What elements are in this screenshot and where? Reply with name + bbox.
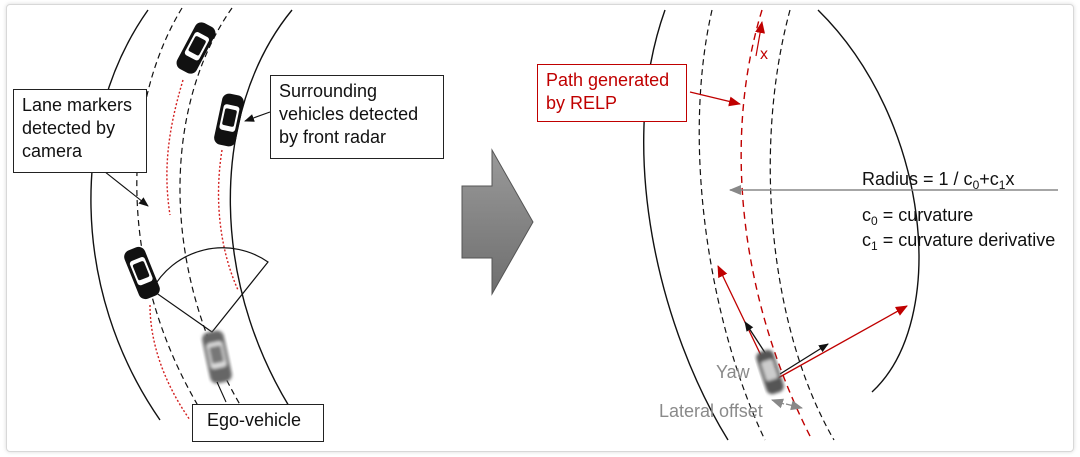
radius-suffix: x [1005,169,1015,189]
relp-leader [689,91,741,107]
lateral-axis-arrow [777,305,908,379]
vehicle-2-icon [214,93,244,147]
c0-text: = curvature [877,205,974,225]
radar-leader [244,111,271,122]
left-lane-marker-2 [179,7,257,431]
radius-mid: +c [979,169,999,189]
radius-formula: Radius = 1 / c0+c1x [862,168,1015,192]
surrounding-vehicles-callout: Surrounding vehicles detected by front r… [270,75,444,159]
ego-vehicle-right-icon [756,349,784,395]
left-road-edge-outer [90,9,161,421]
right-road-edge-inner [817,9,920,393]
c0-symbol: c [862,205,871,225]
offset-arrow-left [771,398,785,409]
surrounding-vehicles-label: Surrounding vehicles detected by front r… [279,81,419,147]
vehicle-x-arrow [779,343,829,375]
lateral-offset-label: Lateral offset [659,401,763,421]
x-axis-arrow [755,21,766,57]
c1-sub: 1 [871,239,878,253]
c1-definition: c1 = curvature derivative [862,229,1056,253]
ego-vehicle-label: Ego-vehicle [207,410,302,430]
lane-markers-callout: Lane markers detected by camera [13,89,147,173]
vehicle-3-icon [124,246,160,300]
yaw-label: Yaw [716,362,750,382]
vehicle-1-icon [176,22,216,74]
ego-leader [216,381,227,403]
radius-sub1: 1 [998,178,1006,192]
lane-markers-label: Lane markers detected by camera [22,95,133,161]
x-axis-label: x [760,46,768,63]
ego-vehicle-icon [202,330,232,384]
c1-text: = curvature derivative [877,230,1056,250]
left-road-edge-inner [229,9,307,433]
radius-sub0: 0 [972,178,980,192]
right-lane-marker-1 [698,9,766,441]
radius-prefix: Radius = 1 / c [862,169,973,189]
c1-symbol: c [862,230,871,250]
transition-arrow-icon [461,148,534,296]
radar-sector [151,247,269,333]
offset-arrow-right [785,400,803,411]
right-lane-marker-2 [769,9,835,441]
vehicle-path-2 [217,149,239,291]
ego-vehicle-callout: Ego-vehicle [192,404,324,442]
left-lane-marker-1 [136,7,211,426]
c0-definition: c0 = curvature [862,204,974,228]
c0-sub: 0 [871,214,878,228]
relp-path-callout: Path generated by RELP [537,64,687,122]
relp-path-label: Path generated by RELP [546,70,670,113]
vehicle-path-1 [166,79,184,216]
vehicle-path-3 [149,304,191,421]
